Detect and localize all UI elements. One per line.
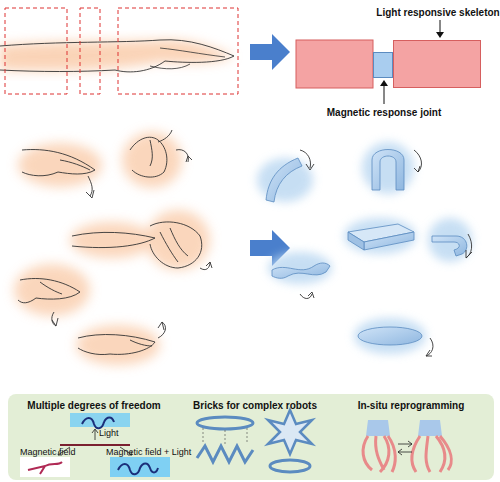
illustration-part <box>60 160 90 170</box>
shape-models <box>266 150 467 346</box>
hand-glow <box>14 132 210 365</box>
skeleton-block <box>296 40 373 88</box>
illustration-part <box>348 232 364 250</box>
illustration-part <box>354 318 426 354</box>
node-box: In-situ reprogramming <box>336 398 486 478</box>
leader-head <box>436 32 444 38</box>
node-label: Light responsive skeleton <box>376 7 499 18</box>
illustration-part <box>82 418 114 429</box>
node-label: Magnetic response joint <box>327 107 441 118</box>
illustration-part <box>18 143 102 187</box>
illustration-part <box>22 150 95 176</box>
illustration-part <box>398 441 412 455</box>
illustration-part <box>268 252 332 284</box>
illustration-part <box>432 236 467 256</box>
illustration-part <box>118 8 238 94</box>
shape-glow <box>257 142 472 354</box>
motion-arrows <box>300 150 472 356</box>
illustration-part <box>418 420 442 436</box>
dof-figure <box>20 413 170 477</box>
illustration-part <box>146 210 210 270</box>
illustration-part <box>266 158 302 202</box>
illustration-part <box>18 279 80 303</box>
illustration-part <box>412 436 452 472</box>
illustration-part <box>0 40 234 71</box>
leader-head <box>380 80 388 86</box>
illustration-part <box>270 460 310 472</box>
annotation-label: Magnetic field + Light <box>106 447 191 457</box>
illustration-part <box>428 218 472 262</box>
illustration-part <box>110 457 170 477</box>
illustration-part <box>466 234 472 258</box>
annotation-label: Light <box>99 428 119 438</box>
node-box: Multiple degrees of freedom <box>14 398 174 478</box>
illustration-part <box>14 264 90 316</box>
illustration-part <box>130 130 172 177</box>
illustration-part <box>78 335 155 355</box>
illustration-part <box>414 150 421 172</box>
node-label: Bricks for complex robots <box>193 400 317 411</box>
illustration-part <box>364 232 414 250</box>
big-arrow <box>250 34 290 70</box>
illustration-part <box>197 446 253 462</box>
illustration-part <box>358 327 422 345</box>
illustration-part <box>366 420 390 436</box>
illustration-part <box>150 48 225 69</box>
illustration-part <box>60 444 130 446</box>
illustration-part <box>5 8 67 94</box>
illustration-part <box>86 176 94 198</box>
illustration-part <box>300 292 314 299</box>
bricks-figure <box>197 410 312 472</box>
illustration-part <box>426 338 433 356</box>
illustration-part <box>372 150 404 191</box>
illustration-part <box>363 436 395 472</box>
illustration-part <box>118 464 158 475</box>
node-box: Bricks for complex robots <box>180 398 330 478</box>
illustration-part <box>52 312 58 326</box>
illustration-part <box>70 222 154 258</box>
illustration-part <box>80 8 100 94</box>
illustration-part <box>272 263 330 278</box>
illustration-part <box>203 428 247 444</box>
illustration-part <box>28 462 62 474</box>
illustration-part <box>76 325 160 365</box>
reprogramming-figure <box>363 420 451 472</box>
illustration-part <box>176 150 192 162</box>
illustration-part <box>300 150 314 170</box>
node-label: Multiple degrees of freedom <box>27 400 160 411</box>
illustration-part <box>268 410 312 454</box>
node-label: In-situ reprogramming <box>358 400 465 411</box>
illustration-part <box>158 322 165 338</box>
illustration-part <box>362 142 414 194</box>
annotation-label: Magnetic field <box>20 447 76 457</box>
illustration-part <box>150 222 202 268</box>
bottom-band <box>8 394 494 480</box>
node-box: Magnetic response joint <box>373 52 393 78</box>
illustration-part <box>20 457 70 477</box>
illustration-part <box>0 40 234 72</box>
illustration-part <box>257 158 313 202</box>
illustration-part <box>344 218 416 254</box>
top-hand <box>0 8 238 94</box>
illustration-part <box>197 417 253 429</box>
illustration-part <box>72 232 155 247</box>
illustration-part <box>92 429 98 440</box>
hand-sketches <box>18 130 212 355</box>
node-box: Light responsive skeleton <box>393 40 481 88</box>
illustration-part <box>200 262 212 270</box>
illustration-part <box>70 413 130 427</box>
